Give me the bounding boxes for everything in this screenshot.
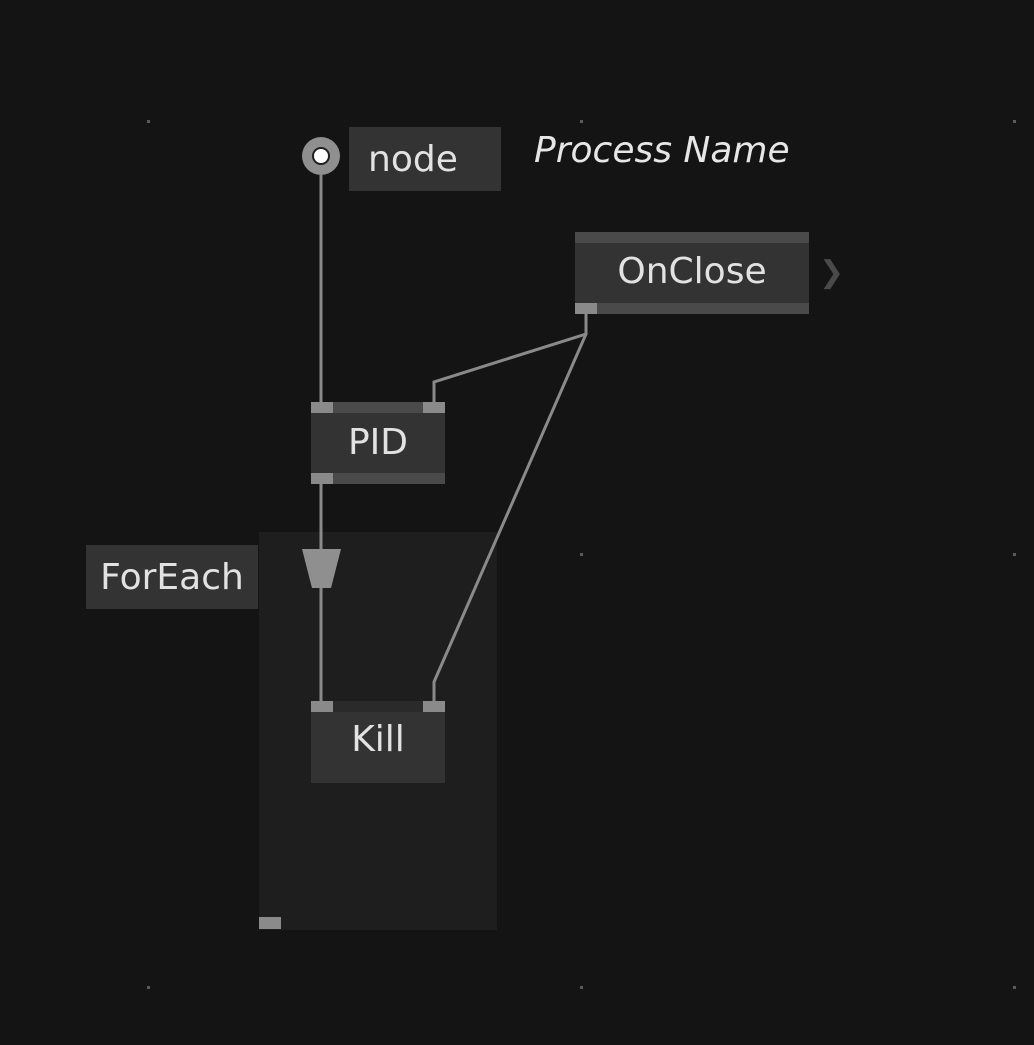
node-pid-top-bar bbox=[311, 402, 445, 413]
grid-dot bbox=[1013, 986, 1016, 989]
node-kill-top-bar bbox=[311, 701, 445, 712]
node-pid[interactable]: PID bbox=[311, 402, 445, 484]
node-onclose[interactable]: OnClose bbox=[575, 232, 809, 314]
node-onclose-top-bar bbox=[575, 232, 809, 243]
chevron-right-icon[interactable]: ❯ bbox=[819, 255, 845, 290]
grid-dot bbox=[1013, 553, 1016, 556]
iobox-node-value[interactable]: node bbox=[349, 127, 501, 191]
node-pid-label: PID bbox=[347, 422, 409, 463]
grid-dot bbox=[1013, 120, 1016, 123]
grid-dot bbox=[580, 120, 583, 123]
comment-process-name[interactable]: Process Name bbox=[534, 130, 790, 171]
node-kill-label: Kill bbox=[351, 719, 405, 760]
node-onclose-output-pin[interactable] bbox=[575, 303, 597, 314]
node-onclose-label: OnClose bbox=[617, 251, 767, 292]
iobox-pin-center bbox=[312, 147, 330, 165]
node-pid-output-pin[interactable] bbox=[311, 473, 333, 484]
splicer-icon[interactable] bbox=[302, 549, 341, 588]
grid-dot bbox=[580, 986, 583, 989]
node-kill[interactable]: Kill bbox=[311, 701, 445, 783]
grid-dot bbox=[147, 986, 150, 989]
node-kill-input-pin-2[interactable] bbox=[423, 701, 445, 712]
foreach-region-label[interactable]: ForEach bbox=[86, 545, 258, 609]
node-kill-input-pin-1[interactable] bbox=[311, 701, 333, 712]
node-onclose-bottom-bar bbox=[575, 303, 809, 314]
iobox-pin-icon[interactable] bbox=[302, 137, 340, 175]
node-pid-bottom-bar bbox=[311, 473, 445, 484]
wire-onclose-to-kill[interactable] bbox=[432, 333, 588, 702]
foreach-region-pin[interactable] bbox=[259, 917, 281, 929]
node-pid-input-pin-2[interactable] bbox=[423, 402, 445, 413]
wire-onclose-to-pid[interactable] bbox=[432, 312, 588, 403]
grid-dot bbox=[580, 553, 583, 556]
node-pid-input-pin-1[interactable] bbox=[311, 402, 333, 413]
grid-dot bbox=[147, 120, 150, 123]
